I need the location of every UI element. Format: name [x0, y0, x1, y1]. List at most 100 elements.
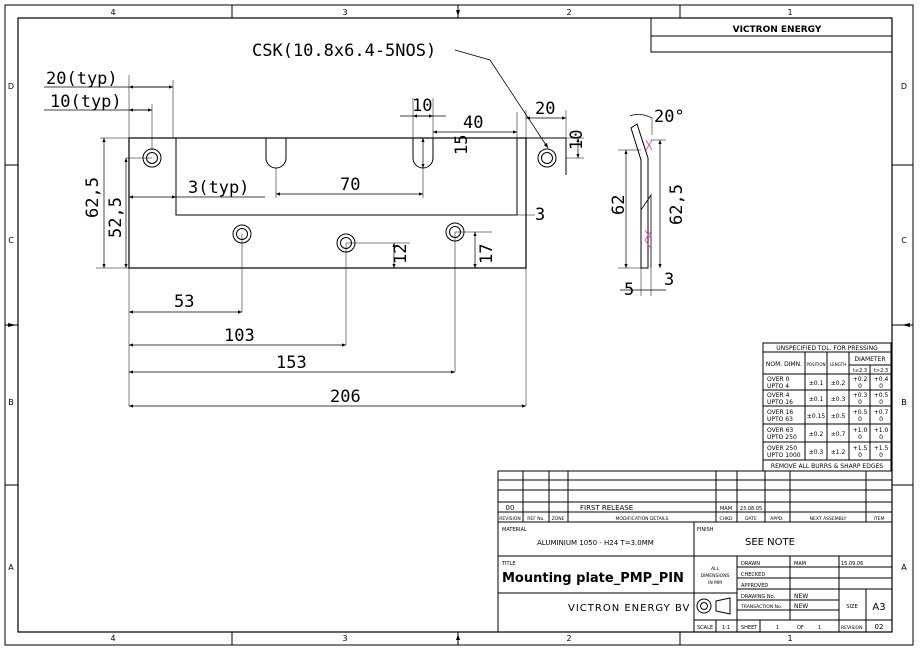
svg-text:20: 20 [535, 99, 555, 119]
svg-text:UPTO 250: UPTO 250 [767, 434, 797, 441]
svg-text:CHECKED: CHECKED [741, 572, 765, 578]
svg-text:0: 0 [879, 416, 883, 423]
svg-text:OVER 16: OVER 16 [767, 409, 793, 416]
svg-text:IN MM: IN MM [708, 580, 722, 586]
svg-text:62,5: 62,5 [83, 177, 103, 218]
svg-text:10(typ): 10(typ) [50, 92, 122, 112]
svg-text:NOM. DIMN.: NOM. DIMN. [766, 361, 802, 368]
svg-text:FIRST RELEASE: FIRST RELEASE [580, 504, 633, 512]
svg-text:20(typ): 20(typ) [46, 69, 118, 89]
sheet-border [4, 4, 914, 646]
company-header-text: VICTRON ENERGY [733, 25, 822, 35]
svg-text:SEE NOTE: SEE NOTE [745, 537, 795, 548]
svg-text:0: 0 [879, 399, 883, 406]
svg-text:±0.2: ±0.2 [809, 431, 824, 438]
svg-text:153: 153 [276, 353, 307, 373]
csk-note: CSK(10.8x6.4-5NOS) [252, 41, 436, 61]
svg-text:DIMENSIONS: DIMENSIONS [701, 573, 730, 579]
zone-row-label: D [8, 82, 14, 91]
svg-text:±1.2: ±1.2 [831, 449, 846, 456]
svg-text:1: 1 [776, 625, 779, 631]
zone-labels: 4 3 2 1 4 3 2 1 D C B A D C B A [8, 8, 907, 643]
svg-text:62,5: 62,5 [667, 184, 687, 225]
svg-text:10: 10 [567, 130, 587, 150]
projection-symbol-icon [696, 597, 731, 615]
svg-text:15: 15 [452, 135, 472, 155]
zone-row-label: B [901, 398, 907, 407]
svg-text:OVER 0: OVER 0 [767, 376, 790, 383]
svg-text:UPTO 16: UPTO 16 [767, 399, 793, 406]
zone-col-label: 4 [110, 634, 115, 643]
svg-text:+0.3: +0.3 [853, 392, 868, 399]
svg-text:±0.1: ±0.1 [809, 380, 824, 387]
zone-row-label: A [901, 563, 907, 572]
svg-text:1:1: 1:1 [722, 625, 730, 631]
svg-text:3(typ): 3(typ) [188, 178, 249, 198]
svg-text:A3: A3 [872, 602, 885, 613]
svg-text:OVER 63: OVER 63 [767, 427, 793, 434]
svg-text:02: 02 [875, 623, 884, 631]
svg-text:+0.2: +0.2 [853, 376, 868, 383]
svg-text:Mounting plate_PMP_PIN: Mounting plate_PMP_PIN [502, 571, 684, 586]
svg-text:0: 0 [858, 416, 862, 423]
svg-text:SCALE: SCALE [697, 625, 713, 631]
svg-text:206: 206 [330, 387, 361, 407]
svg-text:TRANSACTION No.: TRANSACTION No. [740, 604, 782, 610]
front-dimensions: 20(typ) 10(typ) 3(typ) 70 10 40 15 20 [44, 69, 587, 408]
svg-text:±0.2: ±0.2 [831, 380, 846, 387]
svg-text:ZONE: ZONE [552, 516, 565, 522]
svg-text:52,5: 52,5 [106, 197, 126, 238]
side-view: 20° 62 62,5 5 3 [609, 107, 687, 300]
svg-text:40: 40 [463, 113, 483, 133]
svg-text:ITEM: ITEM [874, 516, 885, 522]
svg-text:62: 62 [609, 195, 629, 215]
zone-col-label: 4 [110, 8, 115, 17]
svg-text:ALUMINIUM 1050 - H24 T=3.0MM: ALUMINIUM 1050 - H24 T=3.0MM [537, 539, 654, 547]
svg-text:DRAWING No.: DRAWING No. [741, 594, 776, 600]
svg-text:±0.7: ±0.7 [831, 431, 846, 438]
svg-text:OVER 4: OVER 4 [767, 392, 790, 399]
svg-text:3: 3 [535, 205, 545, 225]
svg-text:±0.1: ±0.1 [809, 396, 824, 403]
svg-text:APPROVED: APPROVED [741, 583, 768, 589]
zone-col-label: 1 [787, 634, 792, 643]
svg-text:DIAMETER: DIAMETER [854, 356, 885, 363]
zone-col-label: 2 [566, 8, 571, 17]
svg-text:SIZE: SIZE [846, 604, 857, 610]
svg-text:+1.5: +1.5 [874, 445, 889, 452]
svg-text:NEXT ASSEMBLY: NEXT ASSEMBLY [810, 516, 847, 522]
svg-text:53: 53 [174, 292, 194, 312]
title-block: 00 FIRST RELEASE MAM 23.08.05 REVISION R… [497, 470, 893, 633]
svg-text:+0.5: +0.5 [853, 409, 868, 416]
zone-col-label: 1 [787, 8, 792, 17]
svg-text:UPTO 4: UPTO 4 [767, 383, 789, 390]
svg-text:0: 0 [858, 399, 862, 406]
zone-row-label: C [901, 236, 907, 245]
svg-text:23.08.05: 23.08.05 [740, 506, 762, 512]
company-header: VICTRON ENERGY [650, 17, 893, 53]
svg-text:3: 3 [664, 270, 674, 290]
svg-text:UPTO 63: UPTO 63 [767, 416, 793, 423]
svg-text:5: 5 [624, 280, 634, 300]
svg-text:CHKD: CHKD [720, 516, 733, 522]
svg-text:t>2.3: t>2.3 [874, 368, 888, 374]
svg-text:REMOVE ALL BURRS & SHARP EDGES: REMOVE ALL BURRS & SHARP EDGES [771, 463, 883, 470]
svg-text:±0.5: ±0.5 [831, 413, 846, 420]
svg-text:t≤2.3: t≤2.3 [853, 368, 867, 374]
tolerance-table: UNSPECIFIED TOL. FOR PRESSING NOM. DIMN.… [762, 342, 892, 472]
svg-text:0: 0 [879, 452, 883, 459]
mounting-hole [537, 148, 557, 168]
svg-text:103: 103 [224, 326, 255, 346]
svg-text:MAM: MAM [794, 561, 806, 567]
svg-text:+1.0: +1.0 [853, 427, 868, 434]
svg-text:00: 00 [506, 504, 515, 512]
svg-text:NEW: NEW [794, 593, 808, 600]
svg-text:OF: OF [797, 625, 804, 631]
svg-text:LENGTH: LENGTH [830, 362, 846, 367]
svg-text:±0.3: ±0.3 [809, 449, 824, 456]
svg-text:0: 0 [879, 434, 883, 441]
svg-text:NEW: NEW [794, 603, 808, 610]
svg-text:±0.3: ±0.3 [831, 396, 846, 403]
svg-text:REVISION: REVISION [499, 516, 520, 522]
